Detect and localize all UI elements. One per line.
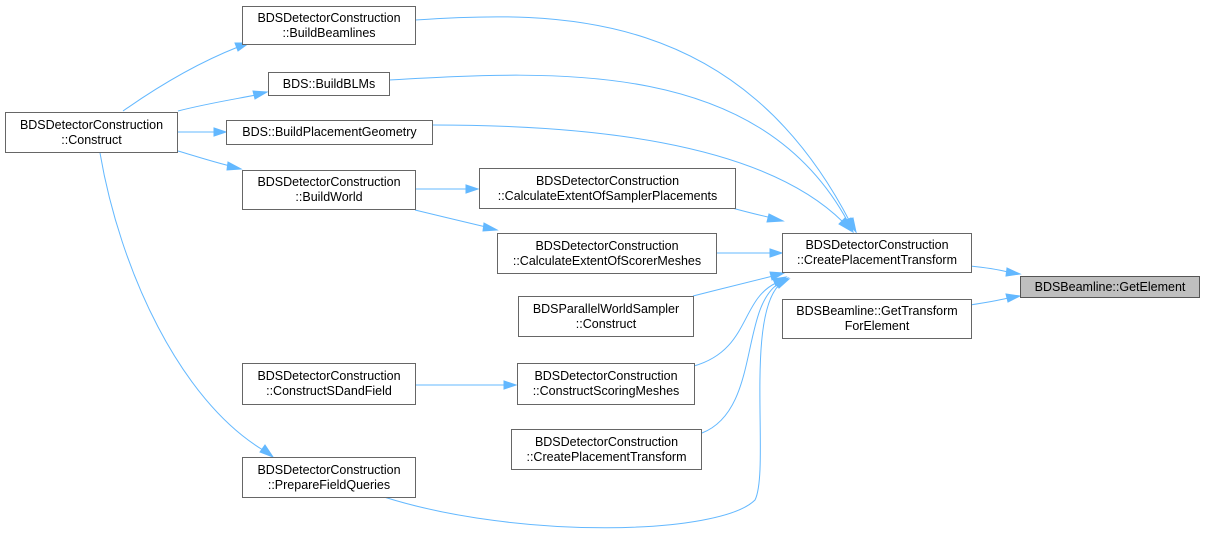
node-buildworld[interactable]: BDSDetectorConstruction ::BuildWorld	[242, 170, 416, 210]
edge-buildbeamlines-to-creatept	[414, 16, 851, 223]
node-createplacementtransform-2[interactable]: BDSDetectorConstruction ::CreatePlacemen…	[511, 429, 702, 470]
arrowhead	[465, 184, 480, 194]
node-buildplacementgeometry[interactable]: BDS::BuildPlacementGeometry	[226, 120, 433, 145]
node-calculateextentofsamplerplacements[interactable]: BDSDetectorConstruction ::CalculateExten…	[479, 168, 736, 209]
node-label-line-1: BDSDetectorConstruction	[534, 434, 679, 449]
arrowhead	[1005, 293, 1022, 303]
edge-construct-to-buildblms	[177, 94, 257, 112]
arrowhead	[213, 127, 228, 137]
edge-constructscoring-to-creatept	[693, 282, 777, 367]
node-label-line-1: BDSDetectorConstruction	[257, 175, 401, 189]
arrowhead	[226, 161, 243, 171]
node-label-line-2: ::ConstructScoringMeshes	[532, 384, 680, 398]
node-label-line-2: ::ConstructSDandField	[266, 384, 392, 398]
arrowhead	[482, 222, 499, 232]
node-createplacementtransform[interactable]: BDSDetectorConstruction ::CreatePlacemen…	[782, 233, 972, 273]
edge-buildworld-to-calcscorer	[414, 209, 487, 228]
edge-creatept-to-root	[969, 265, 1009, 273]
node-label-line-1: BDS::BuildBLMs	[282, 76, 376, 91]
arrowhead	[766, 213, 785, 223]
edge-gettransform-to-root	[969, 297, 1009, 306]
node-label-line-2: ::BuildBeamlines	[282, 25, 376, 40]
node-label-line-2: ::BuildWorld	[295, 190, 363, 204]
node-constructscoringmeshes[interactable]: BDSDetectorConstruction ::ConstructScori…	[517, 363, 695, 405]
node-label-line-2: ForElement	[844, 319, 910, 333]
node-label-line-2: ::CreatePlacementTransform	[526, 449, 687, 464]
arrowhead	[252, 90, 269, 100]
node-label-line-1: BDSDetectorConstruction	[805, 238, 949, 252]
node-constructsdandfield[interactable]: BDSDetectorConstruction ::ConstructSDand…	[242, 363, 416, 405]
node-preparefieldqueries[interactable]: BDSDetectorConstruction ::PrepareFieldQu…	[242, 457, 416, 498]
arrowhead	[1005, 267, 1022, 277]
node-parallelworldsampler-construct[interactable]: BDSParallelWorldSampler ::Construct	[518, 296, 694, 337]
node-buildbeamlines[interactable]: BDSDetectorConstruction ::BuildBeamlines	[242, 6, 416, 45]
node-label-line-1: BDSBeamline::GetElement	[1034, 279, 1186, 294]
edge-buildpg-to-creatept	[432, 124, 844, 223]
node-label-line-2: ::CreatePlacementTransform	[796, 253, 957, 267]
node-gettransformforelement[interactable]: BDSBeamline::GetTransform ForElement	[782, 299, 972, 339]
edge-construct-to-buildbeamlines	[122, 46, 239, 112]
arrowhead	[259, 444, 275, 459]
edge-buildblms-to-creatept	[388, 74, 849, 223]
node-buildblms[interactable]: BDS::BuildBLMs	[268, 72, 390, 96]
arrowhead	[775, 278, 791, 289]
node-label-line-2: ::CalculateExtentOfScorerMeshes	[512, 253, 702, 268]
arrowhead	[838, 217, 853, 233]
edge-construct-to-buildworld	[177, 150, 231, 167]
node-construct[interactable]: BDSDetectorConstruction ::Construct	[5, 112, 178, 153]
node-label-line-2: ::PrepareFieldQueries	[267, 477, 391, 492]
node-label-line-1: BDSDetectorConstruction	[535, 238, 679, 253]
node-label-line-1: BDSDetectorConstruction	[257, 369, 401, 383]
arrowhead	[769, 271, 786, 281]
edge-creatept2-to-creatept	[701, 283, 779, 434]
node-label-line-1: BDSBeamline::GetTransform	[796, 304, 958, 318]
node-label-line-1: BDSDetectorConstruction	[257, 462, 401, 477]
node-label-line-2: ::Construct	[61, 132, 122, 147]
node-label-line-1: BDSDetectorConstruction	[534, 369, 678, 383]
arrowhead	[503, 380, 518, 390]
node-label-line-1: BDSDetectorConstruction	[19, 117, 164, 132]
edge-preparefq-to-creatept	[383, 284, 780, 529]
node-label-line-1: BDSParallelWorldSampler	[532, 301, 680, 316]
node-calculateextentofscorermeshes[interactable]: BDSDetectorConstruction ::CalculateExten…	[497, 233, 717, 274]
edge-construct-to-preparefq	[99, 152, 264, 451]
node-label-line-1: BDSDetectorConstruction	[535, 173, 680, 188]
node-label-line-2: ::CalculateExtentOfSamplerPlacements	[497, 188, 718, 203]
node-label-line-1: BDS::BuildPlacementGeometry	[242, 125, 417, 139]
edge-pwsampler-to-creatept	[692, 275, 774, 297]
node-label-line-1: BDSDetectorConstruction	[257, 10, 401, 25]
node-beamline-getelement: BDSBeamline::GetElement	[1020, 276, 1200, 298]
node-label-line-2: ::Construct	[575, 316, 637, 331]
arrowhead	[769, 248, 784, 258]
